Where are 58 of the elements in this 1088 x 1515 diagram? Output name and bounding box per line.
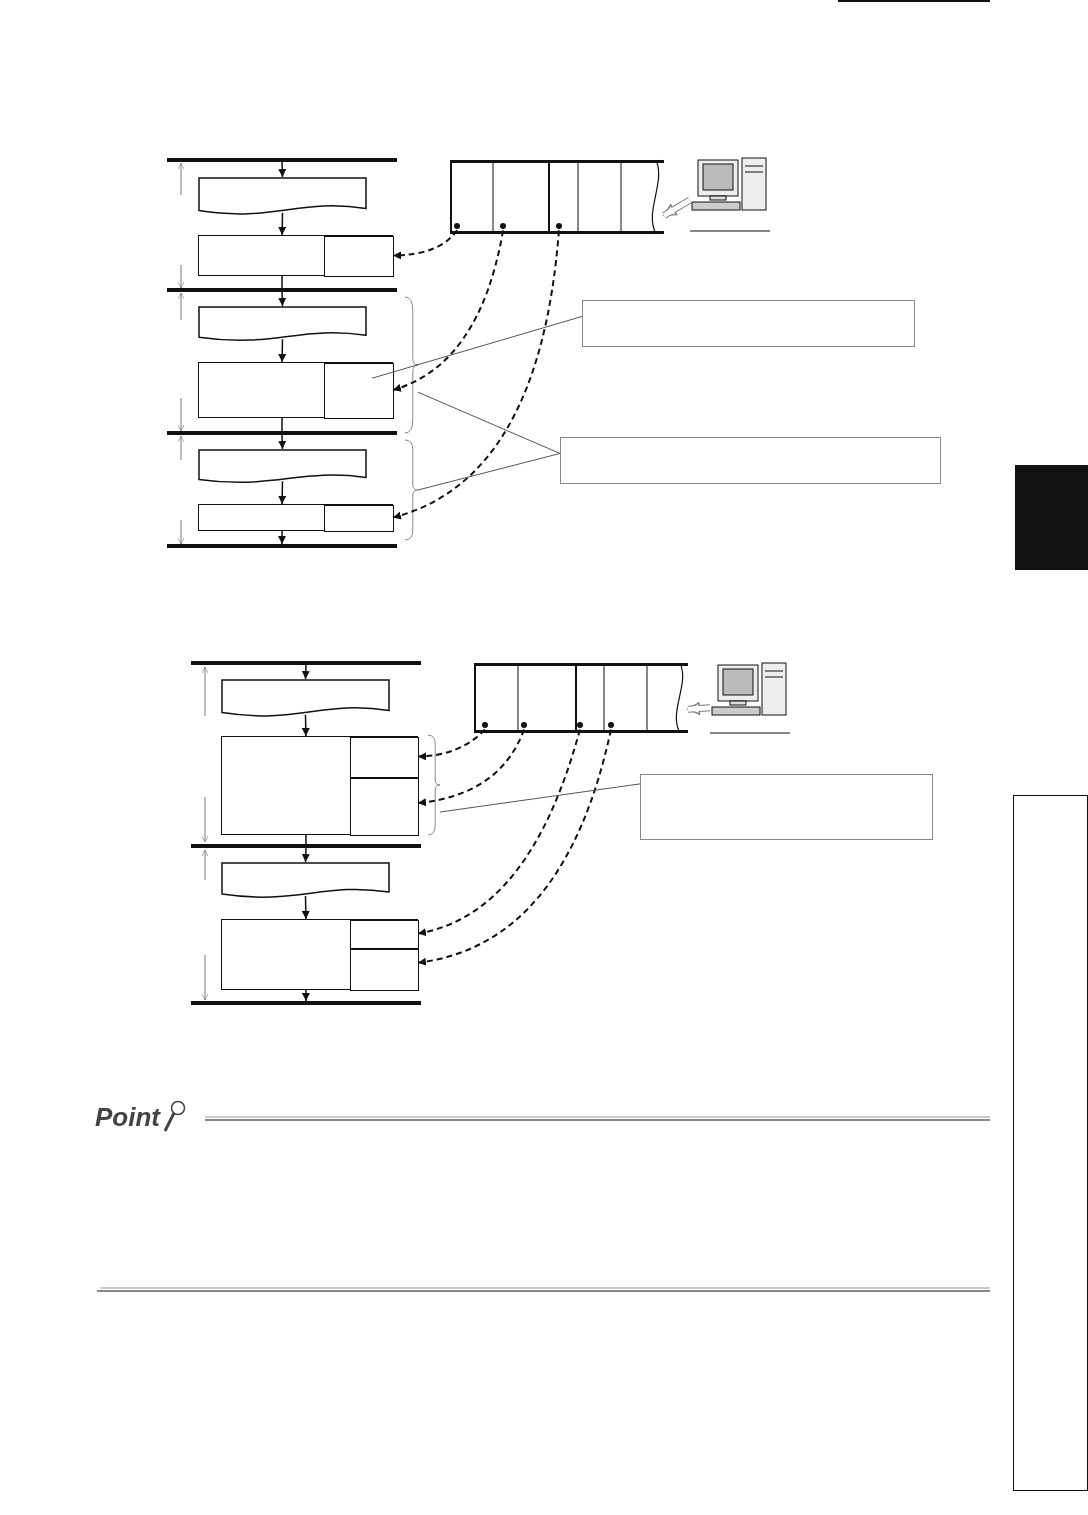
curly-brace <box>405 297 418 433</box>
callout-box <box>560 437 941 484</box>
connector-line <box>281 417 283 432</box>
block-arrow <box>662 197 692 219</box>
field-cell <box>350 920 419 949</box>
connector-line <box>305 834 307 845</box>
callout-box <box>582 300 915 347</box>
arrow <box>301 664 310 680</box>
dashed-arrow <box>417 728 612 966</box>
arrow <box>278 291 287 307</box>
callout-box <box>640 774 933 840</box>
field-cell <box>324 236 394 277</box>
field-cell <box>350 949 419 991</box>
bus-bar <box>191 661 421 665</box>
arrow <box>301 989 310 1002</box>
bus-bar <box>167 431 397 435</box>
process-box <box>221 919 418 990</box>
leader-line <box>417 452 561 491</box>
arrow <box>278 338 287 363</box>
bus-bar <box>191 844 421 848</box>
field-cell <box>324 505 394 532</box>
arrow <box>301 895 310 920</box>
field-cell <box>350 737 419 778</box>
curly-brace <box>405 440 418 540</box>
section-heading: Point <box>95 1102 160 1133</box>
dashed-arrow <box>417 728 581 936</box>
arrow <box>278 480 287 505</box>
process-box <box>198 504 393 531</box>
connector-line <box>281 275 283 289</box>
bus-bar <box>191 1001 421 1005</box>
leader-line <box>371 315 583 379</box>
process-box <box>221 736 418 835</box>
process-box <box>198 362 393 418</box>
leader-line <box>439 783 641 813</box>
field-cell <box>324 363 394 419</box>
arrow <box>301 713 310 737</box>
dashed-arrow <box>392 229 505 392</box>
module-rack-drawing <box>474 663 688 733</box>
arrow <box>278 434 287 450</box>
dashed-arrow <box>417 728 486 761</box>
dashed-arrow <box>417 728 526 806</box>
block-arrow <box>687 702 711 715</box>
dashed-arrow <box>392 229 459 260</box>
arrow <box>278 211 287 236</box>
module-rack-drawing <box>450 160 664 234</box>
process-box <box>198 235 393 276</box>
field-cell <box>350 778 419 836</box>
computer-drawing <box>710 663 790 719</box>
computer-drawing <box>690 158 770 214</box>
bus-bar <box>167 544 397 548</box>
curly-brace <box>428 735 440 835</box>
arrow <box>278 530 287 545</box>
leader-line <box>417 391 561 454</box>
dashed-arrow <box>392 229 560 519</box>
arrow <box>301 847 310 863</box>
bus-bar <box>167 158 397 162</box>
bus-bar <box>167 288 397 292</box>
arrow <box>278 161 287 178</box>
